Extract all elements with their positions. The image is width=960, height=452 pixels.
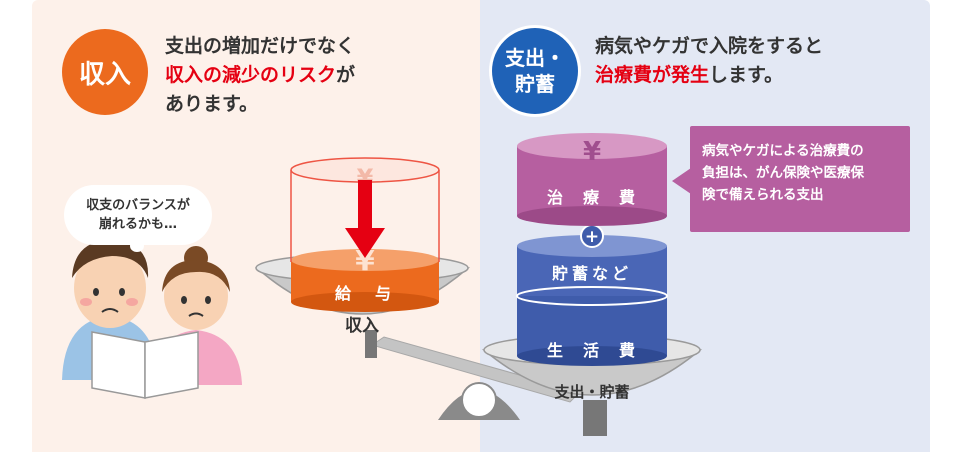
expense-headline-line1: 病気やケガで入院をすると	[595, 35, 824, 57]
income-badge-label: 収入	[78, 59, 131, 90]
salary-cylinder: ¥	[291, 244, 439, 312]
speech-bubble: 収支のバランスが 崩れるかも…	[64, 185, 212, 245]
decrease-arrow-icon	[345, 180, 385, 258]
income-risk-highlight: 収入の減少のリスク	[165, 64, 337, 86]
savings-label: 貯蓄など	[551, 264, 632, 283]
medical-cost-highlight: 治療費が発生	[595, 64, 710, 86]
expense-badge-line2: 貯蓄	[515, 72, 555, 96]
salary-label: 給 与	[334, 284, 395, 303]
expense-pan-label: 支出・貯蓄	[554, 383, 630, 401]
plus-icon: +	[580, 224, 604, 248]
medical-cost-label: 治 療 費	[546, 188, 637, 207]
savings-cylinder	[516, 235, 668, 306]
scale-fulcrum	[438, 382, 520, 420]
speech-bubble-line2: 崩れるかも…	[98, 217, 177, 232]
expense-badge: 支出・ 貯蓄	[492, 28, 578, 114]
expense-headline-line2-rest: します。	[709, 64, 784, 86]
callout-line1: 病気やケガによる治療費の	[702, 143, 864, 159]
medical-yen-icon: ¥	[583, 137, 601, 167]
income-headline-line2-rest: が	[336, 64, 356, 86]
speech-bubble-line1: 収支のバランスが	[86, 198, 190, 213]
income-headline-line1: 支出の増加だけでなく	[165, 35, 356, 57]
callout-pointer	[672, 168, 691, 194]
living-cost-cylinder	[517, 296, 667, 366]
expense-headline: 病気やケガで入院をすると 治療費が発生します。	[595, 32, 925, 90]
income-badge: 収入	[62, 29, 148, 115]
living-cost-label: 生 活 費	[546, 341, 637, 360]
speech-bubble-tail	[130, 240, 144, 252]
callout-line3: 険で備えられる支出	[702, 187, 824, 203]
expense-badge-line1: 支出・	[505, 46, 565, 70]
salary-yen-icon: ¥	[355, 244, 375, 277]
expense-headline-line2: 治療費が発生します。	[595, 61, 925, 90]
open-document-illustration	[91, 331, 199, 399]
medical-cost-cylinder: ¥	[517, 133, 667, 226]
callout-line2: 負担は、がん保険や医療保	[702, 165, 864, 181]
income-pan-label: 収入	[345, 316, 379, 336]
plus-symbol: +	[585, 227, 599, 247]
expense-badge-label: 支出・ 貯蓄	[505, 45, 565, 97]
income-headline-line3: あります。	[165, 93, 259, 115]
income-headline-line2: 収入の減少のリスクが	[165, 61, 465, 90]
income-headline: 支出の増加だけでなく 収入の減少のリスクが あります。	[165, 32, 465, 119]
insurance-callout: 病気やケガによる治療費の 負担は、がん保険や医療保 険で備えられる支出	[690, 126, 910, 232]
